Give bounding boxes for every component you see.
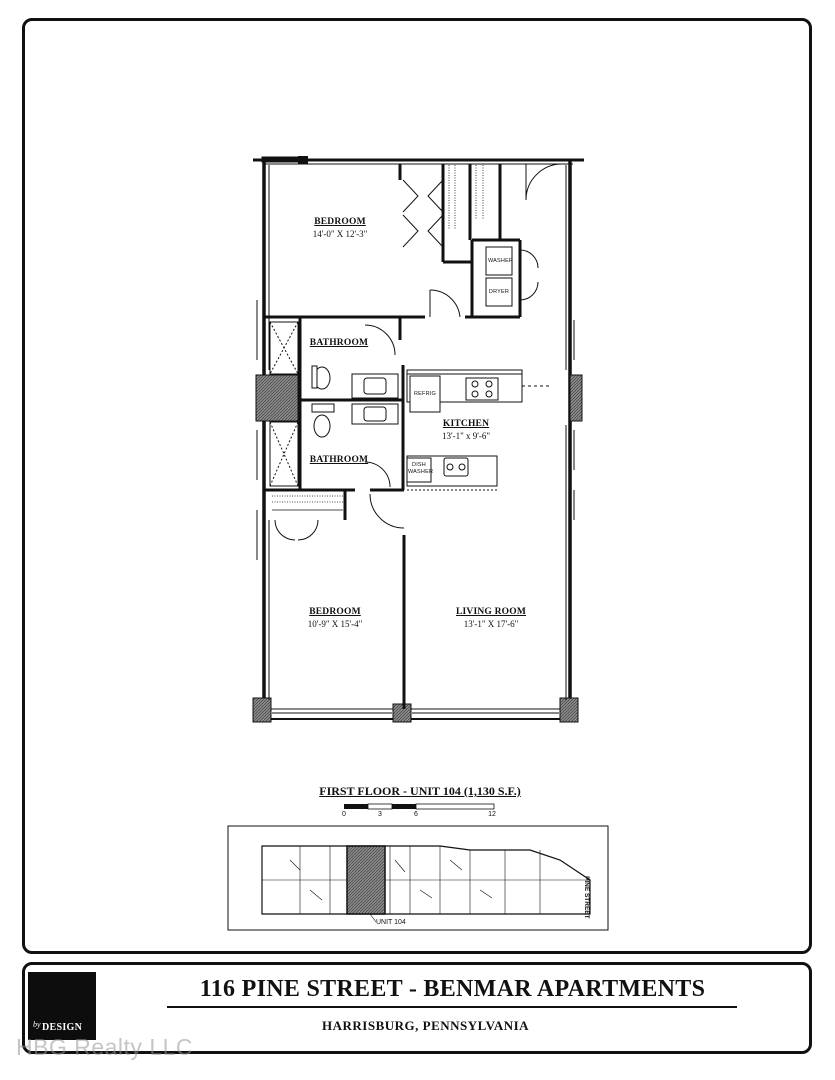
room-name: LIVING ROOM (455, 607, 527, 617)
room-name: BATHROOM (309, 455, 369, 465)
dryer-label: DRYER (488, 289, 510, 295)
room-label-living-room: LIVING ROOM 13'-1" X 17'-6" (456, 606, 526, 630)
scale-bar (344, 803, 495, 810)
room-dimensions: 10'-9" X 15'-4" (307, 619, 363, 629)
window-lines (256, 165, 575, 714)
closet-shelving (272, 165, 484, 511)
laundry-machines (485, 246, 513, 307)
room-label-bathroom-2: BATHROOM (310, 454, 368, 466)
room-name: KITCHEN (442, 419, 490, 429)
key-plan (227, 825, 609, 931)
room-name: BEDROOM (314, 217, 366, 227)
bathroom-fixtures (269, 321, 399, 487)
room-dimensions: 13'-1" X 17'-6" (463, 619, 519, 629)
room-label-kitchen: KITCHEN 13'-1" x 9'-6" (442, 418, 490, 442)
project-title: 116 PINE STREET - BENMAR APARTMENTS (199, 976, 706, 1002)
key-plan-street-label: PINE STREET (583, 876, 590, 919)
title-underline (167, 1006, 737, 1008)
by-design-logo (28, 972, 96, 1040)
room-dimensions: 14'-0" X 12'-3" (312, 229, 368, 239)
title-block-frame (22, 962, 812, 1054)
room-name: BEDROOM (309, 607, 361, 617)
doors (274, 163, 563, 541)
wall-columns (252, 156, 583, 723)
room-label-bedroom-2: BEDROOM 10'-9" X 15'-4" (308, 606, 363, 630)
scale-label-6: 6 (414, 811, 418, 818)
watermark: HBG Realty LLC (16, 1034, 194, 1060)
exterior-walls (253, 156, 584, 722)
logo-by-text: by (33, 1020, 41, 1029)
room-label-bathroom-1: BATHROOM (310, 337, 368, 349)
interior-walls (264, 164, 522, 709)
logo-design-text: DESIGN (42, 1022, 83, 1033)
key-plan-unit-label: UNIT 104 (376, 919, 406, 926)
project-location: HARRISBURG, PENNSYLVANIA (322, 1018, 530, 1033)
room-label-bedroom-1: BEDROOM 14'-0" X 12'-3" (313, 216, 368, 240)
dishwasher-label-bottom: WASHER (408, 469, 434, 475)
scale-label-12: 12 (488, 811, 496, 818)
floor-caption: FIRST FLOOR - UNIT 104 (1,130 S.F.) (319, 784, 521, 798)
washer-label: WASHER (488, 258, 514, 264)
scale-label-3: 3 (378, 811, 382, 818)
room-name: BATHROOM (309, 338, 369, 348)
scale-label-0: 0 (342, 811, 346, 818)
refrigerator-label: REFRIG (414, 391, 436, 397)
dishwasher-label-top: DISH (412, 462, 426, 468)
kitchen-fixtures (406, 369, 552, 491)
room-dimensions: 13'-1" x 9'-6" (441, 431, 491, 441)
